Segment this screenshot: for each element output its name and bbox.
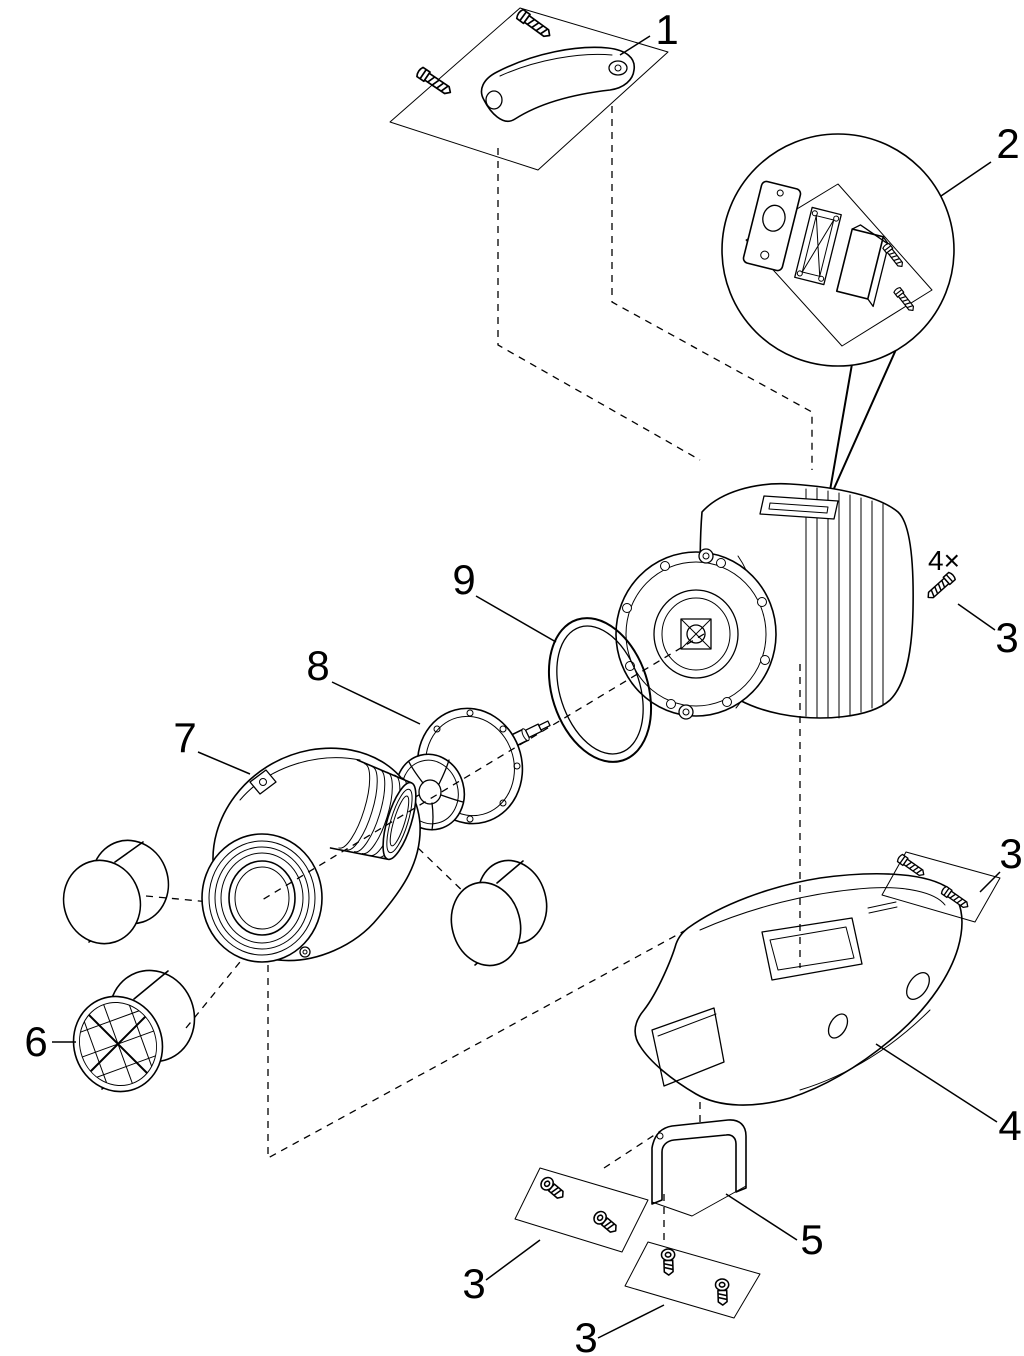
- bolt-icon: [714, 1278, 731, 1307]
- mounting-plate-outline: [624, 1241, 761, 1319]
- callout-9: 9: [452, 556, 475, 603]
- bolt-icon: [660, 1248, 677, 1277]
- housing-clamp: [249, 769, 277, 795]
- callout-4: 4: [998, 1102, 1021, 1149]
- callout-labels: 1 2 4× 3 3 4 5 6 7 8 9 3 3: [24, 6, 1022, 1356]
- outlet-port-threaded: [329, 759, 417, 861]
- carry-handle: [480, 46, 635, 122]
- callout-5: 5: [800, 1216, 823, 1263]
- cooling-fins: [805, 487, 884, 719]
- motor-unit: [615, 482, 914, 720]
- bolt-icon: [590, 1208, 621, 1237]
- mounting-plate-outline: [514, 1167, 649, 1253]
- callout-6: 6: [24, 1018, 47, 1065]
- pump-recess: [761, 917, 863, 981]
- blanking-cap-right: [450, 859, 548, 967]
- detail-balloon-part-2: [721, 133, 955, 503]
- impeller-part-8: [394, 707, 551, 831]
- base-hole: [906, 972, 930, 1000]
- callout-3-bottom-left: 3: [462, 1260, 485, 1307]
- pump-housing-part-7: [201, 747, 421, 963]
- strainer-cap-part-6: [67, 969, 196, 1097]
- handle-assembly-part-1: [389, 7, 669, 171]
- callout-3-mid: 3: [999, 830, 1022, 877]
- axis-guide-line: [261, 633, 705, 901]
- screw-plate-bottom-center: [624, 1241, 761, 1319]
- screw-count-annotation: 4×: [928, 545, 960, 576]
- screw-plate-bottom-left: [514, 1167, 649, 1253]
- motor-flange: [615, 548, 777, 720]
- handle-mount-pad: [759, 495, 839, 520]
- cover-plate: [742, 180, 802, 272]
- vent-slot: [867, 901, 898, 914]
- controller-block: [835, 224, 890, 308]
- callout-3-top: 3: [995, 614, 1018, 661]
- inlet-port-threaded: [201, 833, 323, 963]
- front-opening: [651, 1007, 725, 1087]
- screw-plate-mid-right: [881, 851, 1001, 923]
- gasket: [794, 206, 842, 286]
- strainer-grid: [67, 991, 169, 1097]
- base-hole: [827, 1013, 849, 1039]
- screw-icon: [514, 7, 554, 41]
- callout-2: 2: [996, 120, 1019, 167]
- callout-8: 8: [306, 642, 329, 689]
- mounting-plate-outline: [881, 851, 1001, 923]
- bracket-part-5: [651, 1119, 747, 1217]
- o-ring-part-9: [547, 617, 653, 763]
- blanking-cap-left: [62, 839, 170, 945]
- callout-7: 7: [173, 714, 196, 761]
- bolt-icon: [537, 1174, 568, 1203]
- base-outline: [634, 872, 963, 1106]
- assembly-axis-guides: [261, 633, 801, 968]
- callout-3-bottom-center: 3: [574, 1314, 597, 1356]
- callout-1: 1: [655, 6, 678, 53]
- base-shell-part-4: [634, 872, 963, 1106]
